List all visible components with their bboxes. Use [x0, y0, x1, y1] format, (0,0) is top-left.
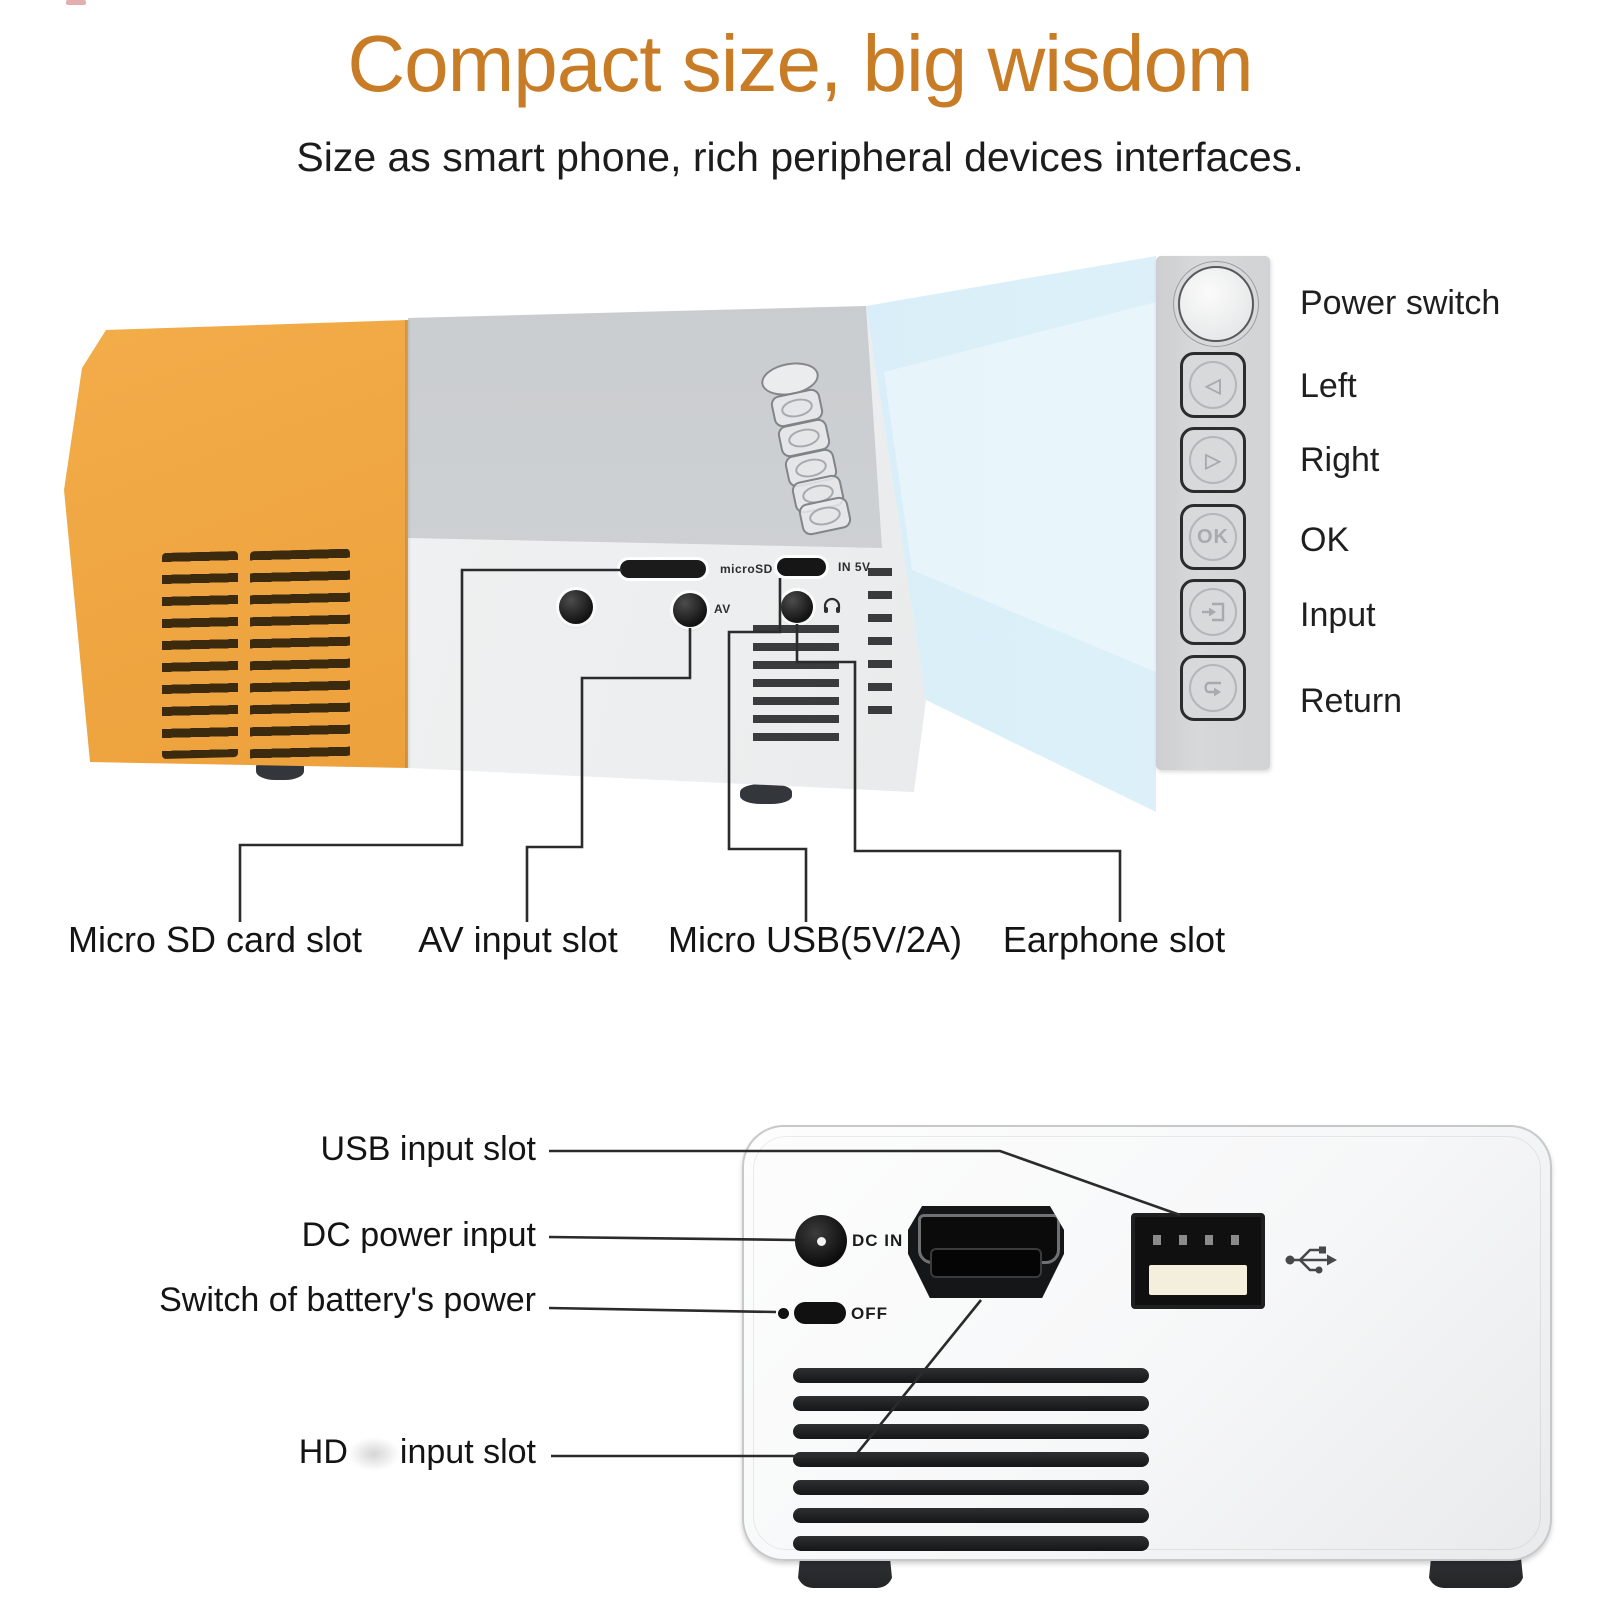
hdmi-port — [908, 1206, 1064, 1298]
scan-artifact-mark — [66, 0, 86, 5]
hdmi-port-slot — [932, 1250, 1040, 1276]
dc-callout-line — [548, 1235, 796, 1242]
battery-callout-line — [548, 1306, 777, 1314]
ir-receiver-port — [559, 590, 593, 624]
headphone-icon — [823, 597, 841, 613]
return-icon — [1189, 664, 1237, 712]
projector-foot — [740, 784, 792, 804]
dc-in-label: DC IN — [852, 1231, 904, 1250]
rear-vent-grille — [793, 1368, 1149, 1558]
earphone-callout-line — [795, 624, 1122, 922]
micro-usb-callout-line — [727, 578, 808, 922]
microsd-port-label: microSD — [720, 562, 773, 576]
page-title: Compact size, big wisdom — [347, 19, 1253, 108]
microsd-callout-line — [238, 568, 622, 922]
micro-usb-port-label: IN 5V — [838, 560, 871, 574]
ok-button: OK — [1180, 504, 1246, 570]
dc-callout-label: DC power input — [301, 1216, 536, 1254]
right-label: Right — [1300, 441, 1380, 479]
return-button — [1180, 655, 1246, 721]
hd-label-prefix: HD — [298, 1433, 348, 1471]
micro-usb-port — [777, 558, 826, 576]
ok-button-label: OK — [1300, 521, 1350, 559]
microsd-callout-label: Micro SD card slot — [67, 919, 363, 960]
off-label: OFF — [851, 1304, 888, 1323]
right-button: ▷ — [1180, 427, 1246, 493]
ok-label: OK — [1189, 513, 1237, 561]
earphone-callout-label: Earphone slot — [1002, 919, 1226, 960]
av-port-label: AV — [714, 602, 731, 616]
usb-contacts — [1153, 1235, 1243, 1245]
battery-switch — [794, 1302, 846, 1324]
battery-callout-label: Switch of battery's power — [159, 1281, 536, 1319]
earphone-port — [781, 591, 813, 623]
dc-power-port — [795, 1215, 847, 1267]
left-button: ◁ — [1180, 352, 1246, 418]
power-switch-label: Power switch — [1300, 284, 1501, 322]
hdmi-callout-line — [551, 1299, 983, 1458]
erased-text-patch — [347, 1437, 400, 1471]
power-button — [1178, 266, 1254, 342]
hdmi-callout-label: HD input slot — [299, 1433, 536, 1475]
page-subtitle: Size as smart phone, rich peripheral dev… — [296, 134, 1304, 180]
panel-junction-shadow — [405, 320, 411, 768]
micro-usb-callout-label: Micro USB(5V/2A) — [667, 919, 963, 960]
battery-switch-dot — [778, 1308, 789, 1319]
microsd-card-slot — [620, 560, 706, 578]
right-arrow-icon: ▷ — [1189, 436, 1237, 484]
side-vent-column — [868, 568, 892, 718]
usb-tab — [1149, 1265, 1247, 1295]
input-button — [1180, 579, 1246, 645]
return-label: Return — [1300, 682, 1403, 720]
av-callout-label: AV input slot — [418, 919, 618, 960]
input-icon — [1189, 588, 1237, 636]
usb-callout-label: USB input slot — [320, 1130, 536, 1168]
hd-label-suffix: input slot — [399, 1433, 536, 1471]
usb-port — [1131, 1213, 1265, 1309]
av-callout-line — [525, 628, 692, 922]
usb-callout-line — [549, 1149, 1181, 1217]
left-label: Left — [1300, 367, 1357, 405]
input-label: Input — [1300, 596, 1376, 634]
left-arrow-icon: ◁ — [1189, 361, 1237, 409]
usb-icon — [1285, 1246, 1337, 1274]
av-input-port — [673, 593, 707, 627]
